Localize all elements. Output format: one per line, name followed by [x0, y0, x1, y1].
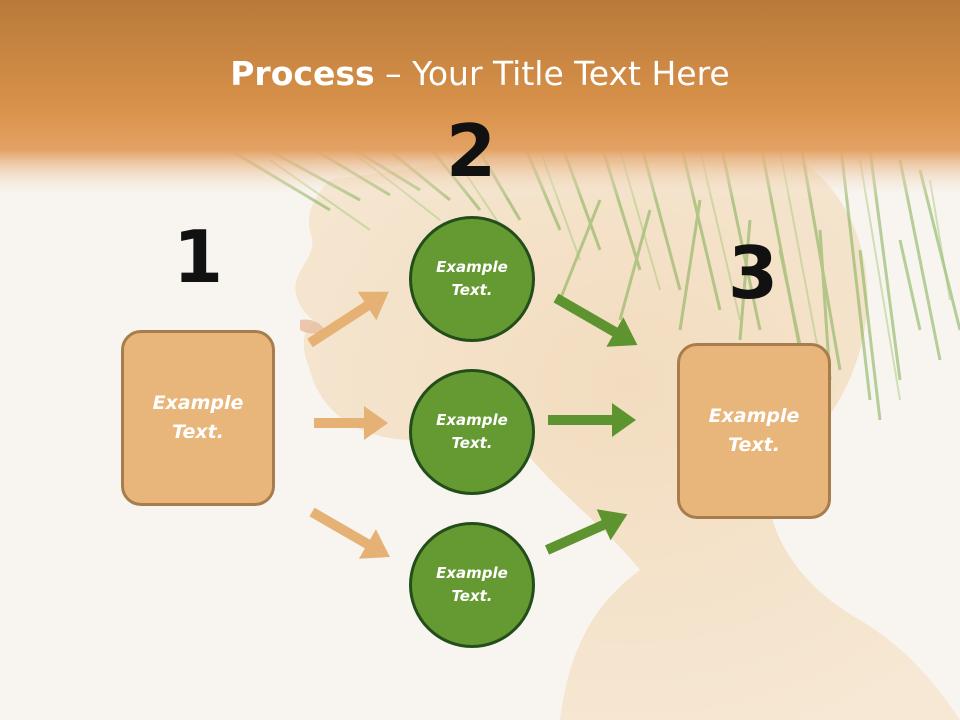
circle-top-label: Example Text.: [436, 258, 508, 299]
circle-bottom-label: Example Text.: [436, 564, 508, 605]
circle-top: Example Text.: [409, 216, 535, 342]
arrow-right-green-icon: [548, 403, 636, 437]
step-3-label: Example Text.: [708, 405, 800, 456]
arrow-right-up-orange-icon: [307, 291, 389, 348]
step-number-3: 3: [727, 231, 779, 315]
arrow-right-down-green-icon: [553, 293, 638, 347]
circle-middle: Example Text.: [409, 369, 535, 495]
arrow-right-up-green-icon: [544, 509, 628, 555]
step-3-box: Example Text.: [677, 343, 831, 519]
page-title: Process – Your Title Text Here: [0, 52, 960, 96]
step-1-label: Example Text.: [152, 392, 244, 443]
arrow-right-down-orange-icon: [309, 507, 390, 559]
circle-bottom: Example Text.: [409, 522, 535, 648]
step-number-2: 2: [445, 109, 497, 193]
step-number-1: 1: [172, 215, 224, 299]
step-1-box: Example Text.: [121, 330, 275, 506]
arrow-right-orange-icon: [314, 406, 388, 440]
title-bold: Process: [230, 54, 375, 93]
title-rest: – Your Title Text Here: [374, 54, 730, 93]
circle-middle-label: Example Text.: [436, 411, 508, 452]
